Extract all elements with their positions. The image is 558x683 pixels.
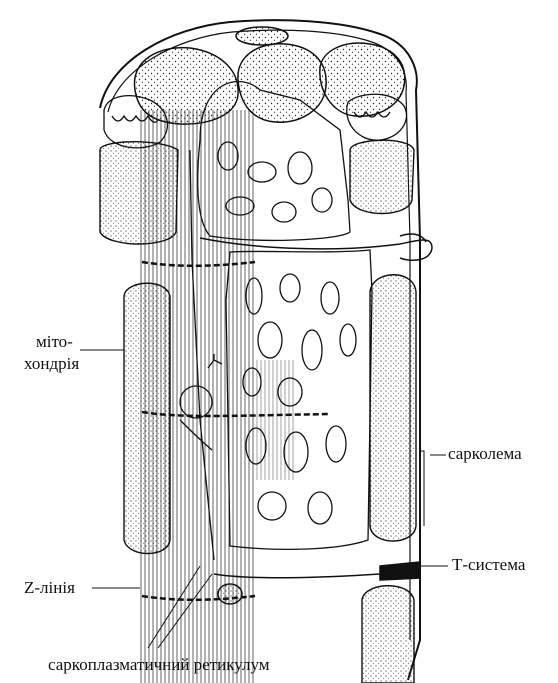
label-z-line: Z-лінія bbox=[24, 578, 75, 598]
label-mitochondria-line1: міто- bbox=[36, 332, 73, 352]
label-t-system: Т-система bbox=[452, 555, 525, 575]
label-sarcolemma: сарколема bbox=[448, 444, 522, 464]
label-mitochondria-line2: хондрія bbox=[24, 354, 79, 374]
nuclei bbox=[134, 27, 404, 124]
label-sarcoplasmic-reticulum: саркоплазматичний ретикулум bbox=[48, 655, 270, 675]
